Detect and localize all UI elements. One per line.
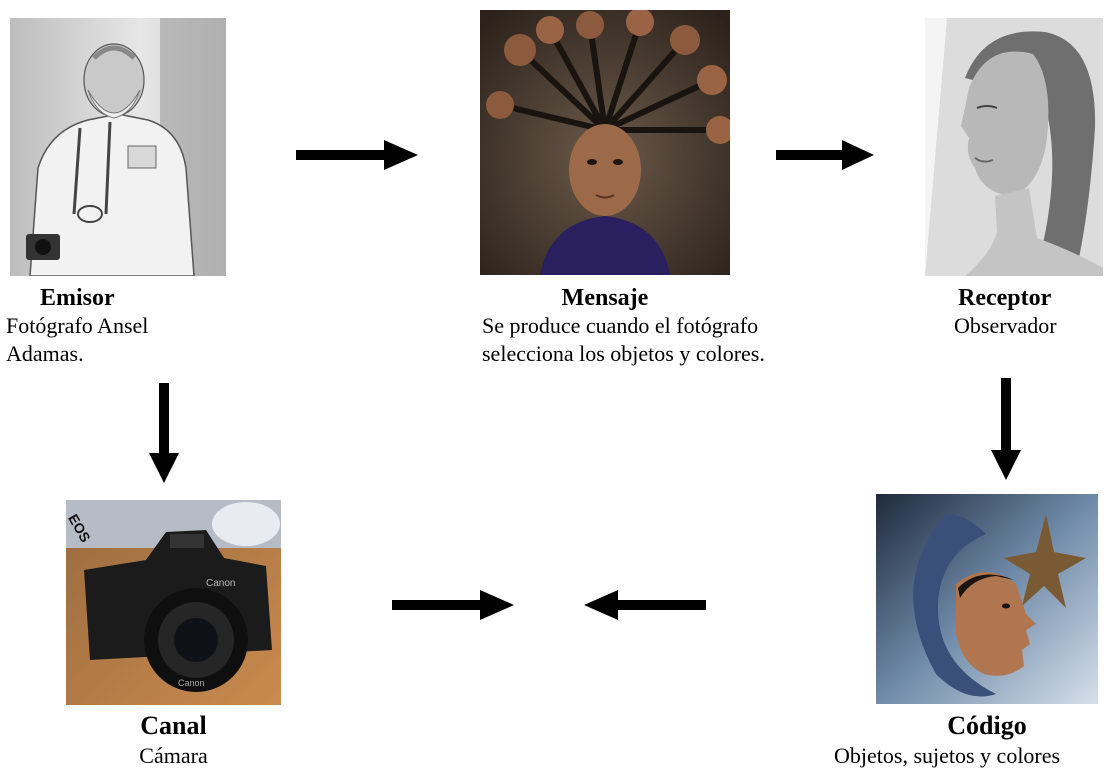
mensaje-title: Mensaje bbox=[561, 285, 649, 311]
codigo-desc-line-1: Objetos, sujetos y colores bbox=[834, 743, 1061, 768]
codigo-photo bbox=[876, 494, 1098, 704]
canal-photo: Canon EOS Canon bbox=[66, 500, 281, 705]
arrow-bottom-right-pointing bbox=[392, 590, 514, 620]
camera-brand-top: Canon bbox=[206, 578, 235, 589]
arrow-emisor-to-mensaje bbox=[296, 140, 418, 170]
camera-brand-lens: Canon bbox=[178, 678, 205, 688]
receptor-desc-line-1: Observador bbox=[954, 313, 1057, 338]
arrow-receptor-to-codigo bbox=[991, 378, 1021, 480]
arrow-emisor-to-canal bbox=[149, 383, 179, 483]
canal-desc-line-1: Cámara bbox=[139, 743, 208, 768]
arrow-bottom-left-pointing bbox=[584, 590, 706, 620]
emisor-desc-line-1: Fotógrafo Ansel bbox=[6, 313, 149, 338]
mensaje-desc-line-1: Se produce cuando el fotógrafo bbox=[482, 313, 759, 338]
canal-title: Canal bbox=[140, 711, 207, 740]
arrow-mensaje-to-receptor bbox=[776, 140, 874, 170]
emisor-photo bbox=[10, 18, 226, 276]
emisor-title: Emisor bbox=[40, 285, 115, 311]
emisor-desc-line-2: Adamas. bbox=[6, 341, 84, 366]
receptor-title: Receptor bbox=[958, 285, 1052, 311]
mensaje-photo bbox=[480, 10, 730, 275]
codigo-title: Código bbox=[947, 711, 1027, 740]
mensaje-desc-line-2: selecciona los objetos y colores. bbox=[482, 341, 765, 366]
receptor-photo bbox=[925, 18, 1103, 276]
